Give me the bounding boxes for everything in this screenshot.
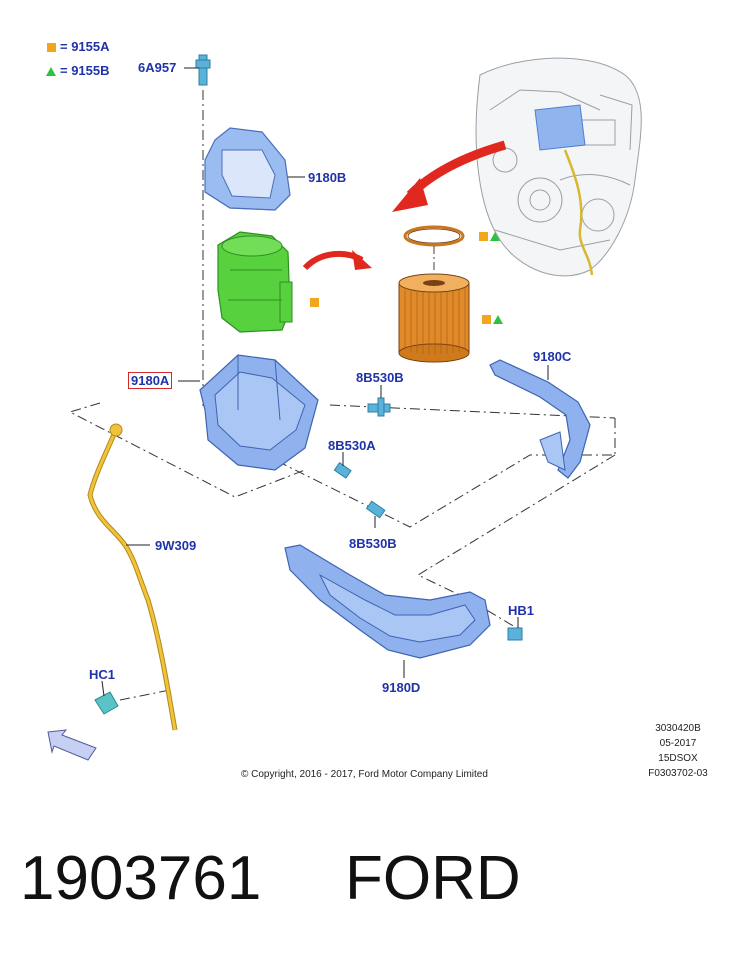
legend-item-9155b: = 9155B (46, 63, 110, 78)
tube-9w309 (87, 423, 178, 731)
label-9180c: 9180C (533, 349, 572, 364)
clip-hc1 (94, 691, 119, 715)
filter-housing-green (217, 231, 293, 333)
copyright-text: © Copyright, 2016 - 2017, Ford Motor Com… (241, 769, 488, 780)
bracket-9180a (199, 354, 319, 471)
bracket-9180d (284, 544, 491, 659)
bolt-8b530a (333, 462, 352, 479)
label-hc1: HC1 (89, 667, 116, 682)
brand-name: FORD (345, 844, 521, 913)
meta-code: 3030420B (655, 723, 701, 734)
bolt-8b530b-top (367, 397, 391, 417)
bleed-screw-6a957 (195, 54, 211, 86)
exploded-parts-diagram (47, 54, 642, 761)
label-9w309: 9W309 (155, 538, 197, 553)
label-9180b: 9180B (308, 170, 347, 185)
meta-date: 05-2017 (659, 738, 697, 749)
label-8b530b-bottom: 8B530B (349, 536, 397, 551)
o-ring-symbol-square (479, 232, 488, 241)
legend-triangle-icon (46, 67, 56, 77)
location-arrow (392, 140, 507, 212)
filter-element-symbol-square (482, 315, 491, 324)
engine-filter-location (534, 104, 594, 276)
label-leaders (101, 67, 549, 697)
meta-figure: F0303702-03 (648, 768, 708, 779)
legend-text-9155a: = 9155A (60, 39, 110, 54)
engine-illustration (475, 57, 642, 277)
front-direction-arrow (47, 729, 97, 761)
label-9180a: 9180A (128, 372, 173, 389)
meta-model: 15DSOX (658, 753, 698, 764)
service-arrow (302, 250, 372, 271)
bracket-9180c (489, 359, 591, 479)
legend-text-9155b: = 9155B (60, 63, 110, 78)
label-6a957: 6A957 (138, 60, 177, 75)
bolt-hb1 (507, 627, 523, 641)
bolt-8b530b-bottom (365, 500, 386, 519)
label-8b530a: 8B530A (328, 438, 376, 453)
filter-element-orange (398, 273, 470, 363)
legend-square-icon (47, 43, 56, 53)
label-8b530b-top: 8B530B (356, 370, 404, 385)
o-ring (403, 225, 465, 247)
cover-9180b (204, 127, 291, 211)
o-ring-symbol-triangle (490, 232, 500, 241)
legend-item-9155a: = 9155A (47, 39, 110, 54)
filter-element-symbol-triangle (493, 315, 503, 324)
label-9180d: 9180D (382, 680, 421, 695)
part-number: 1903761 (20, 844, 262, 913)
label-hb1: HB1 (508, 603, 535, 618)
filter-housing-symbol-square (310, 298, 319, 307)
